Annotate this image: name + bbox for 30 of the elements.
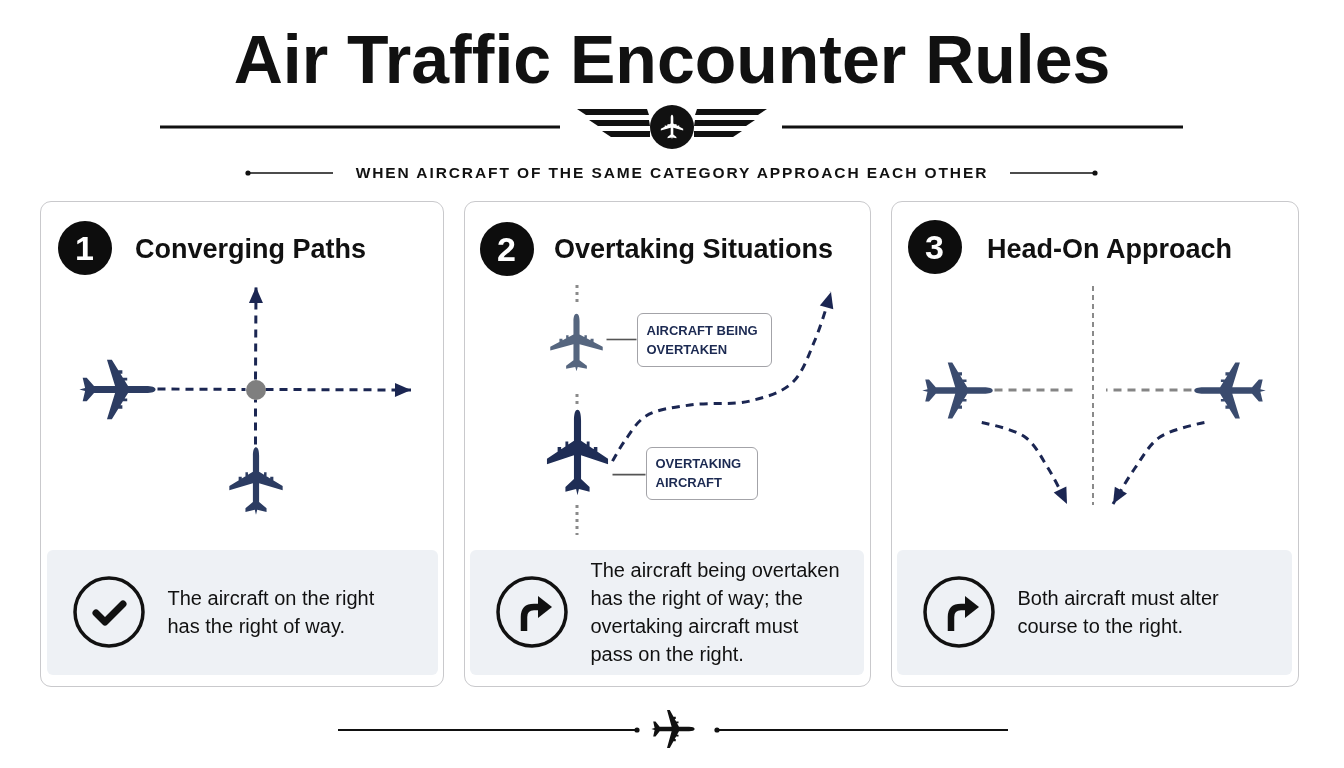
card-title: Overtaking Situations xyxy=(554,233,834,266)
rule-panel xyxy=(46,549,438,675)
flight-path-arrow xyxy=(611,291,834,462)
rule-panel xyxy=(896,549,1292,675)
flight-path-arrow xyxy=(248,287,263,380)
card-title: Converging Paths xyxy=(135,233,367,266)
intersection-dot xyxy=(245,379,266,400)
rule-panel xyxy=(469,549,864,675)
leader-line xyxy=(611,473,647,476)
callout-label: OVERTAKING AIRCRAFT xyxy=(645,446,758,500)
rule-card xyxy=(464,201,871,687)
step-number-badge: 2 xyxy=(479,221,534,276)
subtitle: WHEN AIRCRAFT OF THE SAME CATEGORY APPROACH EACH OTHER xyxy=(355,163,989,183)
card-title: Head-On Approach xyxy=(987,233,1233,266)
flight-path-arrow xyxy=(981,421,1069,505)
leader-line xyxy=(605,338,638,341)
step-number-badge: 1 xyxy=(57,220,112,275)
rule-card xyxy=(891,201,1299,687)
dashed-path-line xyxy=(157,387,246,391)
rule-text: The aircraft on the right has the right of way. xyxy=(167,586,376,639)
dashed-path-line xyxy=(254,399,257,445)
flight-path-arrow xyxy=(265,382,411,397)
flight-path-arrow xyxy=(1111,421,1205,505)
step-number-badge: 3 xyxy=(907,219,962,274)
rule-text: The aircraft being overtaken has the right of way; the overtaking aircraft must pass on the right. xyxy=(590,558,841,667)
rule-text: Both aircraft must alter course to the right. xyxy=(1017,586,1220,639)
dashed-path-line xyxy=(1106,388,1192,392)
callout-label: AIRCRAFT BEING OVERTAKEN xyxy=(636,312,772,367)
rule-card xyxy=(40,201,444,687)
page-title: Air Traffic Encounter Rules xyxy=(233,20,1111,98)
